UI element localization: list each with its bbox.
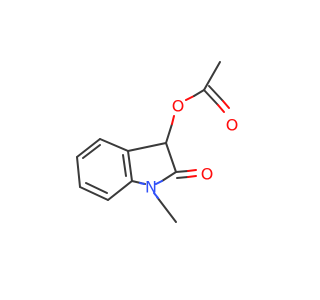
bond-c7a-c3a	[127, 150, 133, 182]
bond-c3a-c3	[127, 142, 167, 152]
bond-inner-c6-c7	[85, 182, 108, 194]
atom-label-lactam-carbonyl-oxygen: O	[201, 165, 214, 184]
bond-c3-c2	[165, 142, 177, 173]
bond-acyl-o-a	[203, 89, 219, 106]
bond-c2-n	[161, 171, 177, 182]
bond-n-c2-colored	[155, 180, 163, 185]
bond-inner-c4-c5	[82, 144, 101, 159]
bond-c6-c7	[79, 186, 109, 201]
bond-acyl-o-b	[208, 85, 224, 102]
bond-n-methyl-colored	[153, 192, 159, 199]
bond-acyl-methyl	[203, 61, 221, 91]
bond-c2-o-lactam-b-red	[187, 175, 197, 178]
atom-label-nitrogen: N	[145, 178, 157, 197]
bond-c2-o-lactam-a-red	[187, 169, 197, 172]
bond-acyl-o-b-red	[222, 100, 230, 109]
bond-o-acyl-red	[185, 95, 195, 101]
atom-label-acyl-carbonyl-oxygen: O	[226, 116, 239, 135]
bond-acyl-o-a-red	[217, 104, 225, 113]
bond-c3-o-ester-red	[171, 115, 175, 125]
bond-c5-c6	[76, 156, 81, 188]
bond-c3a-c4	[99, 138, 129, 152]
lactam-ring	[127, 142, 177, 185]
bond-c3-o-ester	[165, 123, 173, 144]
structure-canvas: O O O N	[76, 61, 239, 223]
lactam-carbonyl	[175, 169, 197, 179]
bond-n-methyl	[156, 196, 177, 223]
bond-c4-c5	[76, 138, 101, 158]
bond-inner-c7a-c3a	[122, 154, 127, 177]
bond-n-c7a-colored	[139, 182, 145, 185]
bond-c7-c7a	[107, 180, 133, 201]
bond-c2-o-lactam-a	[175, 170, 189, 173]
bond-c2-o-lactam-b	[176, 176, 189, 179]
benzene-ring	[76, 138, 133, 201]
bond-o-acyl	[193, 89, 205, 97]
atom-label-ester-oxygen: O	[172, 97, 185, 116]
molecule-diagram: O O O N	[76, 61, 239, 223]
